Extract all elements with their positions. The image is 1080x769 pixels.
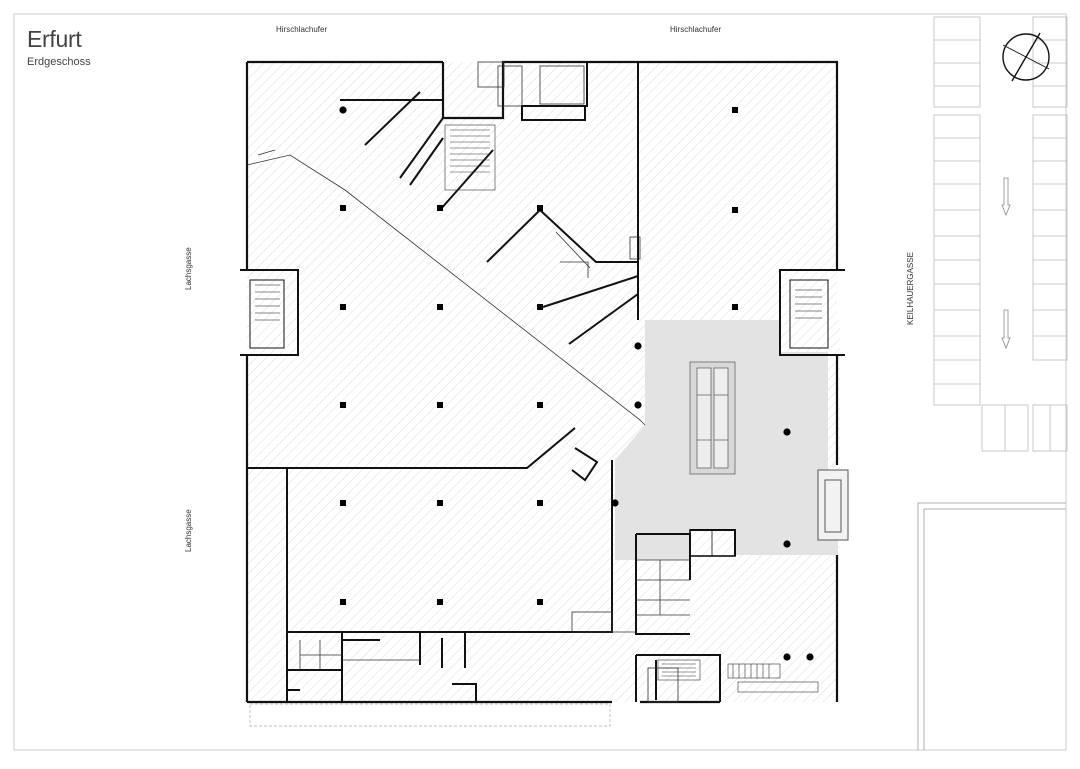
round-column: [611, 499, 619, 507]
building-floor: [247, 62, 840, 702]
drawing-subtitle: Erdgeschoss: [27, 56, 91, 68]
column: [537, 402, 543, 408]
street-label-left-upper: Lachsgasse: [184, 247, 193, 290]
column: [537, 205, 543, 211]
entrance-canopy: [817, 469, 849, 541]
round-column: [783, 540, 791, 548]
column: [537, 599, 543, 605]
column: [340, 304, 346, 310]
round-column: [634, 401, 642, 409]
column: [437, 402, 443, 408]
street-label-top-left: Hirschlachufer: [276, 25, 328, 34]
column: [340, 500, 346, 506]
stairs-icon: [444, 124, 819, 693]
elevator-block: [689, 529, 736, 557]
arrow-down-icon: [1001, 177, 1011, 350]
drawing-title: Erfurt: [27, 26, 82, 52]
escalator-icon: [689, 361, 736, 475]
round-column: [806, 653, 814, 661]
column: [340, 599, 346, 605]
column: [437, 205, 443, 211]
parking-area: [917, 16, 1068, 750]
column: [437, 599, 443, 605]
column: [537, 500, 543, 506]
bottom-canopy: [249, 703, 611, 727]
round-column: [634, 342, 642, 350]
column: [340, 205, 346, 211]
column: [732, 107, 738, 113]
street-label-left-lower: Lachsgasse: [184, 509, 193, 552]
structural-columns: [339, 106, 814, 661]
stair-tower-left: [240, 269, 299, 356]
column: [340, 402, 346, 408]
column: [732, 207, 738, 213]
column: [537, 304, 543, 310]
street-label-top-right: Hirschlachufer: [670, 25, 722, 34]
column: [732, 304, 738, 310]
north-arrow-icon: [1002, 32, 1050, 82]
column: [437, 500, 443, 506]
round-column: [783, 428, 791, 436]
column: [437, 304, 443, 310]
round-column: [783, 653, 791, 661]
street-label-right: KEILHAUERGASSE: [906, 252, 915, 325]
stair-tower-right: [779, 269, 845, 356]
sheet-border: [13, 13, 1067, 751]
round-column: [339, 106, 347, 114]
interior-walls: [247, 62, 736, 702]
